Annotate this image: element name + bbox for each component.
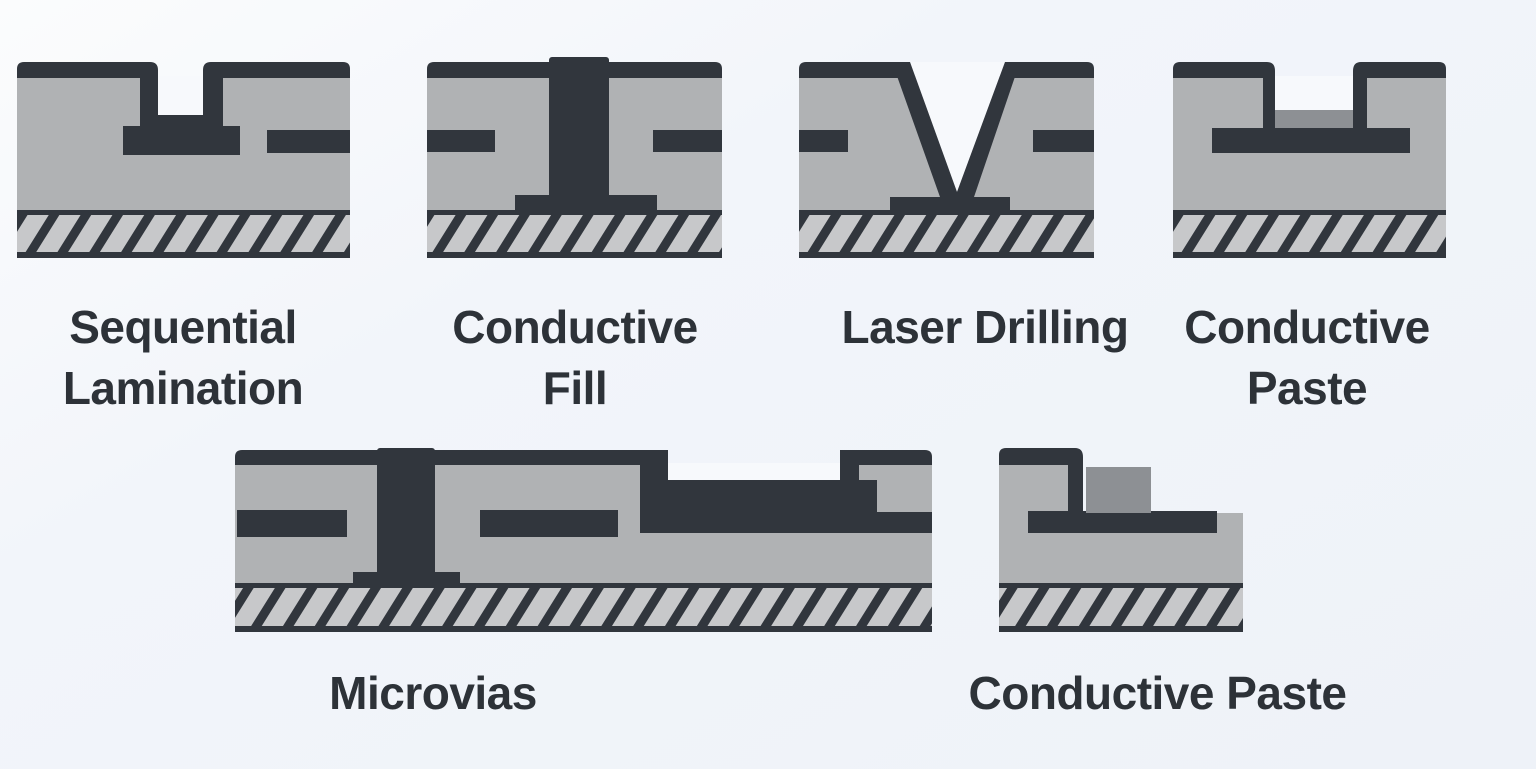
core-bottom-border: [1173, 252, 1446, 258]
laser-drilled-cavity: [910, 62, 1005, 192]
label-line: Sequential: [69, 301, 297, 353]
core-bottom-border: [799, 252, 1094, 258]
core-bottom-border: [427, 252, 722, 258]
label-line: Conductive: [1184, 301, 1430, 353]
inner-trace-right: [267, 130, 350, 153]
inner-trace-left: [237, 510, 347, 537]
inner-trace-middle: [480, 510, 618, 537]
inner-trace-right: [653, 130, 722, 152]
filled-via: [549, 57, 609, 207]
copper-top-layer-left: [17, 62, 158, 117]
inner-trace-left: [427, 130, 495, 152]
copper-top-layer-left: [799, 62, 899, 78]
copper-top-layer-right: [1013, 62, 1094, 78]
copper-top-layer-right: [1353, 62, 1446, 130]
recess-cavity: [1275, 76, 1353, 112]
via-bottom-pad: [515, 195, 657, 210]
substrate: [999, 465, 1243, 583]
via-wall-lining: [892, 62, 1020, 197]
label-conductive-paste-top: Conductive Paste: [1156, 297, 1458, 419]
core-top-border: [1173, 210, 1446, 216]
copper-top-layer-right: [850, 450, 932, 465]
conductive-paste-fill: [1275, 110, 1353, 130]
copper-top-layer-left: [427, 62, 554, 78]
label-line: Laser Drilling: [841, 301, 1129, 353]
label-conductive-fill: Conductive Fill: [420, 297, 730, 419]
core-top-border: [427, 210, 722, 216]
target-pad: [890, 197, 1010, 210]
core-hatch: [235, 588, 932, 626]
core-hatch: [1173, 215, 1446, 253]
recess-cavity: [158, 76, 203, 117]
core-hatch: [799, 215, 1094, 253]
buried-pad: [1212, 128, 1410, 153]
copper-top-layer-right: [604, 62, 722, 78]
label-line: Microvias: [329, 667, 537, 719]
copper-top-layer: [999, 448, 1083, 513]
conductive-fill-illustration: [427, 57, 722, 258]
label-laser-drilling: Laser Drilling: [777, 297, 1193, 358]
core-top-border: [235, 583, 932, 589]
conductive-paste-bottom-illustration: [999, 448, 1243, 632]
core-top-border: [999, 583, 1243, 589]
cavity-conductor: [640, 480, 877, 533]
label-sequential-lamination: Sequential Lamination: [12, 297, 354, 419]
core-hatch: [427, 215, 722, 252]
core-top-border: [17, 210, 350, 216]
recess-bottom-lining: [140, 115, 223, 128]
copper-top-layer-right: [203, 62, 350, 117]
microvias-illustration: [235, 448, 932, 632]
label-line: Paste: [1246, 362, 1368, 414]
core-top-border: [799, 210, 1094, 216]
conductive-paste-fill: [1086, 467, 1151, 513]
core-bottom-border: [235, 626, 932, 632]
label-line: Fill: [542, 362, 608, 414]
core-bottom-border: [17, 252, 350, 258]
label-conductive-paste-bottom: Conductive Paste: [930, 663, 1385, 724]
buried-pad: [123, 126, 240, 155]
copper-top-layer-left: [1173, 62, 1275, 130]
inner-trace-right: [877, 512, 932, 533]
inner-trace-left: [799, 130, 848, 152]
copper-top-layer-left: [235, 450, 655, 465]
label-line: Conductive Paste: [968, 667, 1348, 719]
inner-trace-right: [1033, 130, 1094, 152]
label-microvias: Microvias: [233, 663, 633, 724]
conductive-paste-top-illustration: [1173, 62, 1446, 258]
buried-pad: [1028, 511, 1217, 533]
core-bottom-border: [999, 626, 1243, 632]
label-line: Lamination: [62, 362, 304, 414]
core-hatch: [17, 215, 350, 253]
core-hatch: [999, 588, 1243, 626]
open-cavity: [645, 463, 859, 482]
label-line: Conductive: [452, 301, 698, 353]
microvia-bottom-pad: [353, 572, 460, 586]
sequential-lamination-illustration: [17, 62, 350, 258]
microvia-fill: [377, 448, 435, 588]
laser-drilling-illustration: [799, 62, 1094, 258]
